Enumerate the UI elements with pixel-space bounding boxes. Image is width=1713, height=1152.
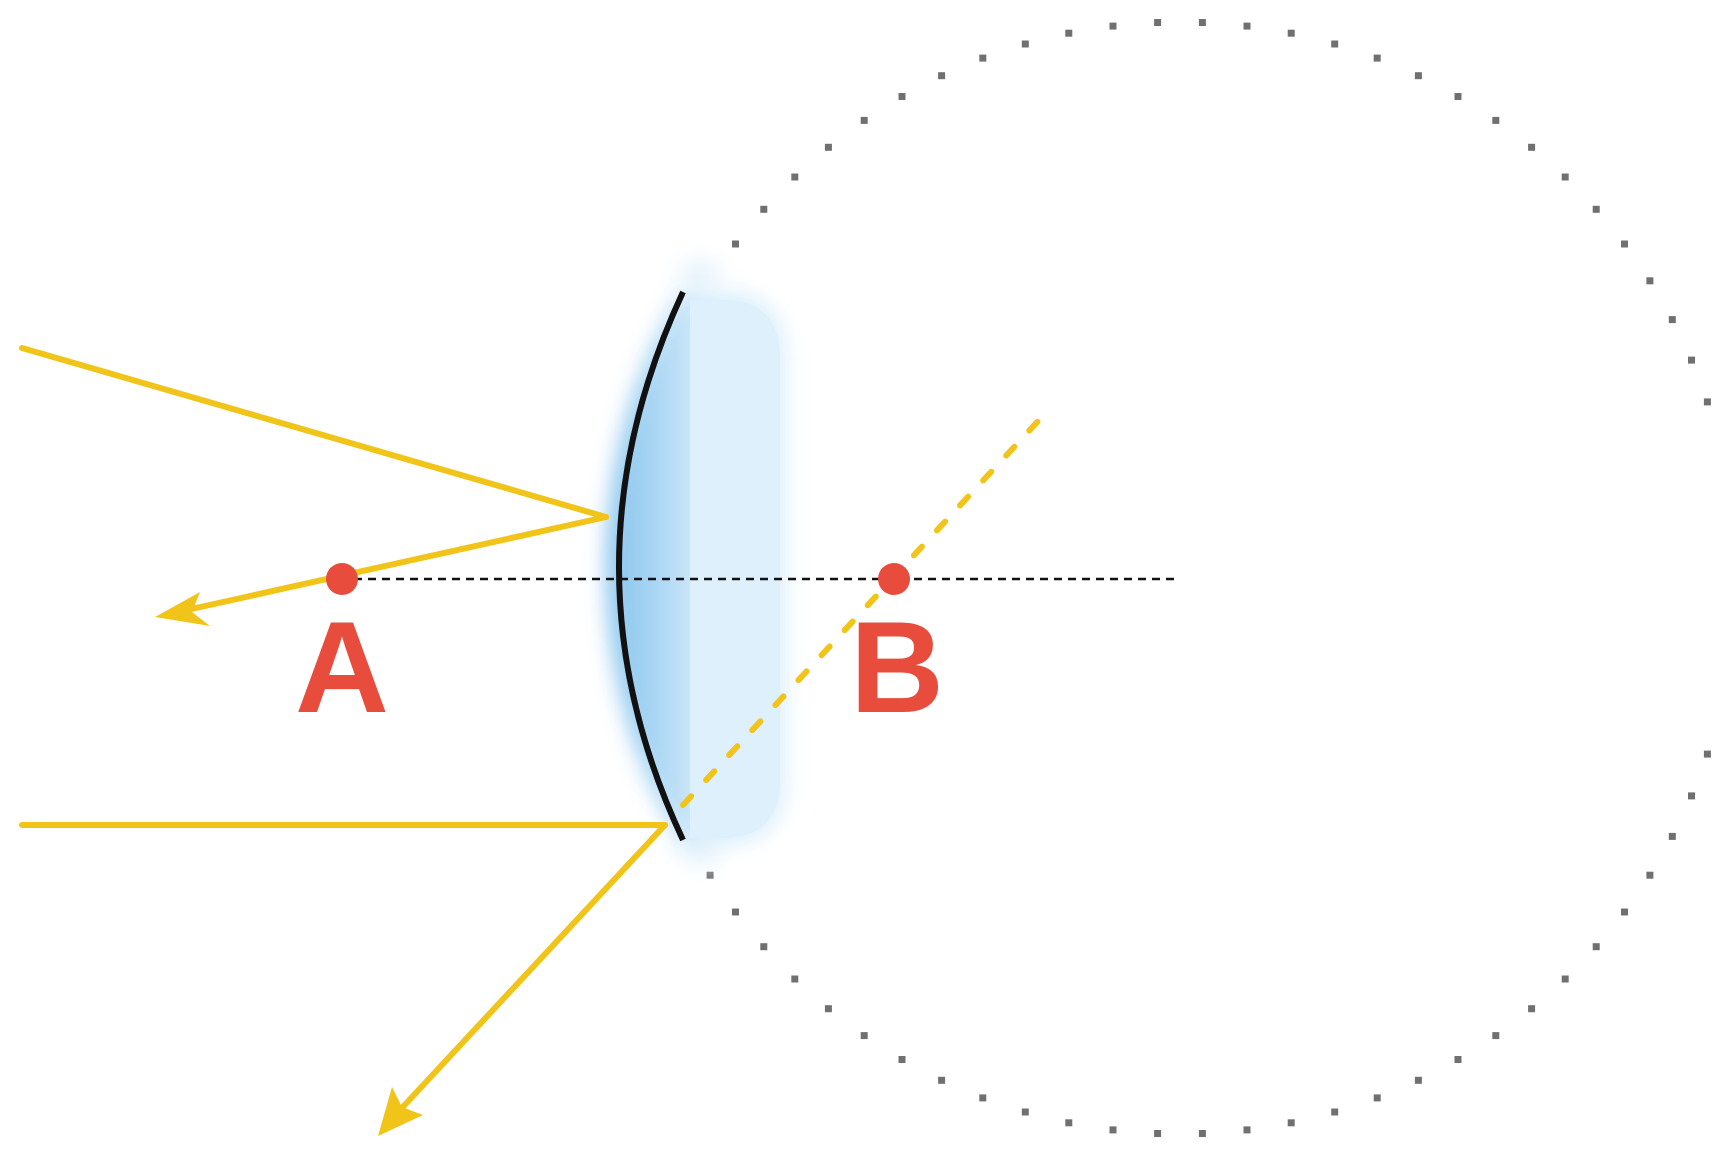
circle-dot xyxy=(1688,356,1695,364)
circle-dot xyxy=(824,143,832,151)
circle-dot xyxy=(860,1032,868,1040)
circle-dot xyxy=(1109,1126,1117,1134)
point-b-label: B xyxy=(850,594,944,740)
circle-dot xyxy=(1373,1094,1381,1102)
circle-dot xyxy=(979,1094,987,1102)
circle-dot xyxy=(760,943,768,951)
circle-dot xyxy=(1561,173,1569,181)
circle-dot xyxy=(1621,240,1628,248)
circle-dot xyxy=(1528,143,1536,151)
circle-dot xyxy=(1454,1056,1462,1063)
circle-dot xyxy=(1668,832,1676,840)
circle-dot xyxy=(898,93,906,100)
circle-dot xyxy=(1331,1108,1339,1116)
circle-dot xyxy=(860,116,868,124)
circle-dot xyxy=(1668,316,1676,324)
circle-dot xyxy=(938,1076,946,1084)
circle-dot xyxy=(979,54,987,62)
curvature-circle xyxy=(706,19,1711,1137)
circle-dot xyxy=(1492,1032,1500,1040)
circle-dot xyxy=(1646,277,1654,285)
circle-dot xyxy=(824,1005,832,1013)
circle-dot xyxy=(1198,19,1206,26)
point-a-marker xyxy=(326,563,358,595)
circle-dot xyxy=(1021,1108,1029,1116)
circle-dot xyxy=(1109,22,1117,30)
circle-dot xyxy=(732,908,739,916)
circle-dot xyxy=(1414,72,1422,80)
circle-dot xyxy=(760,205,768,213)
circle-dot xyxy=(1492,116,1500,124)
circle-dot xyxy=(1561,975,1569,983)
circle-dot xyxy=(732,240,739,248)
convex-mirror-surface xyxy=(616,290,686,842)
circle-dot xyxy=(1454,93,1462,100)
point-b-marker xyxy=(878,563,910,595)
circle-dot xyxy=(898,1056,906,1063)
reflected-ray-lower xyxy=(397,822,668,1113)
arrowhead-upper xyxy=(155,592,210,626)
circle-dot xyxy=(1703,750,1711,758)
circle-dot xyxy=(1198,1130,1206,1137)
mirror-glass-body xyxy=(606,247,786,878)
circle-dot xyxy=(1703,398,1711,406)
circle-dot xyxy=(1065,1119,1073,1127)
circle-dot xyxy=(1287,29,1295,37)
circle-dot xyxy=(1414,1076,1422,1084)
circle-dot xyxy=(1592,205,1600,213)
circle-dot xyxy=(791,173,799,181)
circle-dot xyxy=(938,72,946,80)
circle-dot xyxy=(1688,792,1695,800)
circle-dot xyxy=(1592,943,1600,951)
reflected-ray-upper xyxy=(175,514,609,615)
circle-dot xyxy=(791,975,799,983)
circle-dot xyxy=(1621,908,1628,916)
circle-dot xyxy=(1154,1130,1162,1137)
circle-dot xyxy=(1528,1005,1536,1013)
circle-dot xyxy=(1021,40,1029,48)
arrowhead-lower xyxy=(378,1087,423,1136)
circle-dot xyxy=(1373,54,1381,62)
circle-dot xyxy=(1154,19,1162,26)
circle-dot xyxy=(1331,40,1339,48)
circle-dot xyxy=(1287,1119,1295,1127)
circle-dot xyxy=(1243,1126,1251,1134)
point-a-label: A xyxy=(295,594,389,740)
circle-dot xyxy=(1646,871,1654,879)
circle-dot xyxy=(1065,29,1073,37)
incident-ray-upper xyxy=(19,345,609,520)
circle-dot xyxy=(1243,22,1251,30)
